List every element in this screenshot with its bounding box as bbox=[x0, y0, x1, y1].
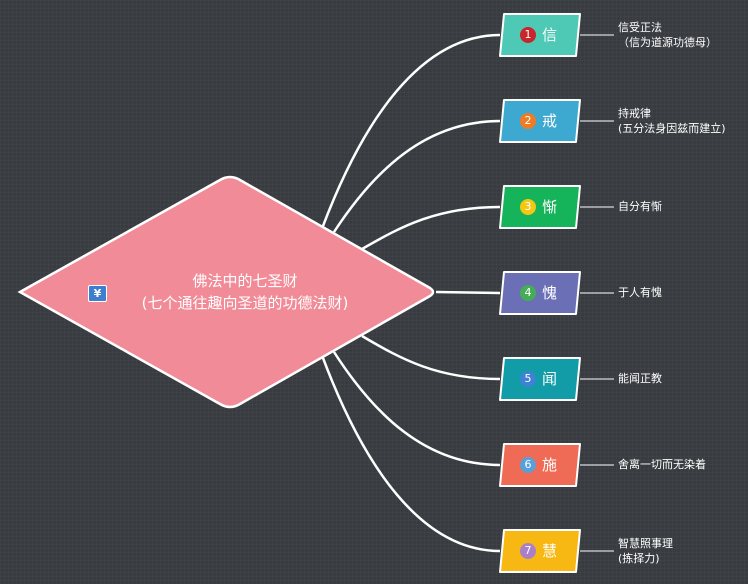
branch-label: 惭 bbox=[542, 198, 558, 216]
branch-shape bbox=[499, 99, 581, 143]
branch-description-1: 信受正法 （信为道源功德母） bbox=[618, 20, 717, 50]
connector-5 bbox=[361, 334, 501, 381]
branch-shape bbox=[499, 271, 581, 315]
number-badge: 4 bbox=[520, 285, 536, 301]
branch-shape bbox=[499, 357, 581, 401]
branch-shape bbox=[499, 13, 581, 57]
branch-description-6: 舍离一切而无染着 bbox=[618, 457, 706, 472]
branch-label: 信 bbox=[542, 26, 558, 44]
description-line-2: (拣择力) bbox=[618, 552, 660, 565]
branch-label: 闻 bbox=[542, 370, 558, 388]
root-title: 佛法中的七圣财 bbox=[192, 272, 298, 290]
branch-description-2: 持戒律 (五分法身因兹而建立) bbox=[618, 106, 726, 136]
branch-shape bbox=[499, 443, 581, 487]
branch-node-3[interactable]: 3 惭 bbox=[498, 185, 582, 229]
connector-1 bbox=[321, 33, 501, 227]
description-line-1: 能闻正教 bbox=[618, 372, 662, 385]
description-line-1: 舍离一切而无染着 bbox=[618, 458, 706, 471]
branch-description-5: 能闻正教 bbox=[618, 371, 662, 386]
branch-shape bbox=[499, 529, 581, 573]
branch-node-4[interactable]: 4 愧 bbox=[498, 271, 582, 315]
branch-label: 慧 bbox=[542, 542, 558, 560]
branch-node-2[interactable]: 2 戒 bbox=[498, 99, 582, 143]
branch-description-4: 于人有愧 bbox=[618, 285, 662, 300]
branch-label: 戒 bbox=[542, 112, 558, 130]
number-badge: 6 bbox=[520, 457, 536, 473]
branch-shape bbox=[499, 185, 581, 229]
number-badge: 1 bbox=[520, 27, 536, 43]
root-subtitle: (七个通往趣向圣道的功德法财) bbox=[141, 294, 349, 312]
description-line-1: 持戒律 bbox=[618, 107, 651, 120]
yen-icon: ¥ bbox=[88, 285, 107, 302]
branch-description-3: 自分有惭 bbox=[618, 199, 662, 214]
connector-7 bbox=[321, 357, 501, 553]
branch-node-5[interactable]: 5 闻 bbox=[498, 357, 582, 401]
description-line-1: 自分有惭 bbox=[618, 200, 662, 213]
branch-description-7: 智慧照事理 (拣择力) bbox=[618, 536, 673, 566]
number-badge: 5 bbox=[520, 371, 536, 387]
branch-label: 施 bbox=[542, 456, 558, 474]
branch-node-1[interactable]: 1 信 bbox=[498, 13, 582, 57]
connector-3 bbox=[361, 205, 501, 251]
number-badge: 3 bbox=[520, 199, 536, 215]
number-badge: 2 bbox=[520, 113, 536, 129]
connector-6 bbox=[332, 351, 501, 467]
connector-4 bbox=[435, 290, 501, 295]
description-line-1: 信受正法 bbox=[618, 21, 662, 34]
root-diamond[interactable] bbox=[17, 175, 435, 409]
connector-lines bbox=[321, 33, 501, 553]
branch-node-6[interactable]: 6 施 bbox=[498, 443, 582, 487]
description-line-2: （信为道源功德母） bbox=[618, 36, 717, 49]
root-node-text[interactable]: 佛法中的七圣财 (七个通往趣向圣道的功德法财) bbox=[100, 270, 390, 314]
branch-label: 愧 bbox=[542, 284, 558, 302]
description-line-1: 智慧照事理 bbox=[618, 537, 673, 550]
branch-node-7[interactable]: 7 慧 bbox=[498, 529, 582, 573]
connector-2 bbox=[332, 119, 501, 233]
desc-leader-lines bbox=[580, 34, 614, 552]
description-line-1: 于人有愧 bbox=[618, 286, 662, 299]
number-badge: 7 bbox=[520, 543, 536, 559]
description-line-2: (五分法身因兹而建立) bbox=[618, 122, 726, 135]
